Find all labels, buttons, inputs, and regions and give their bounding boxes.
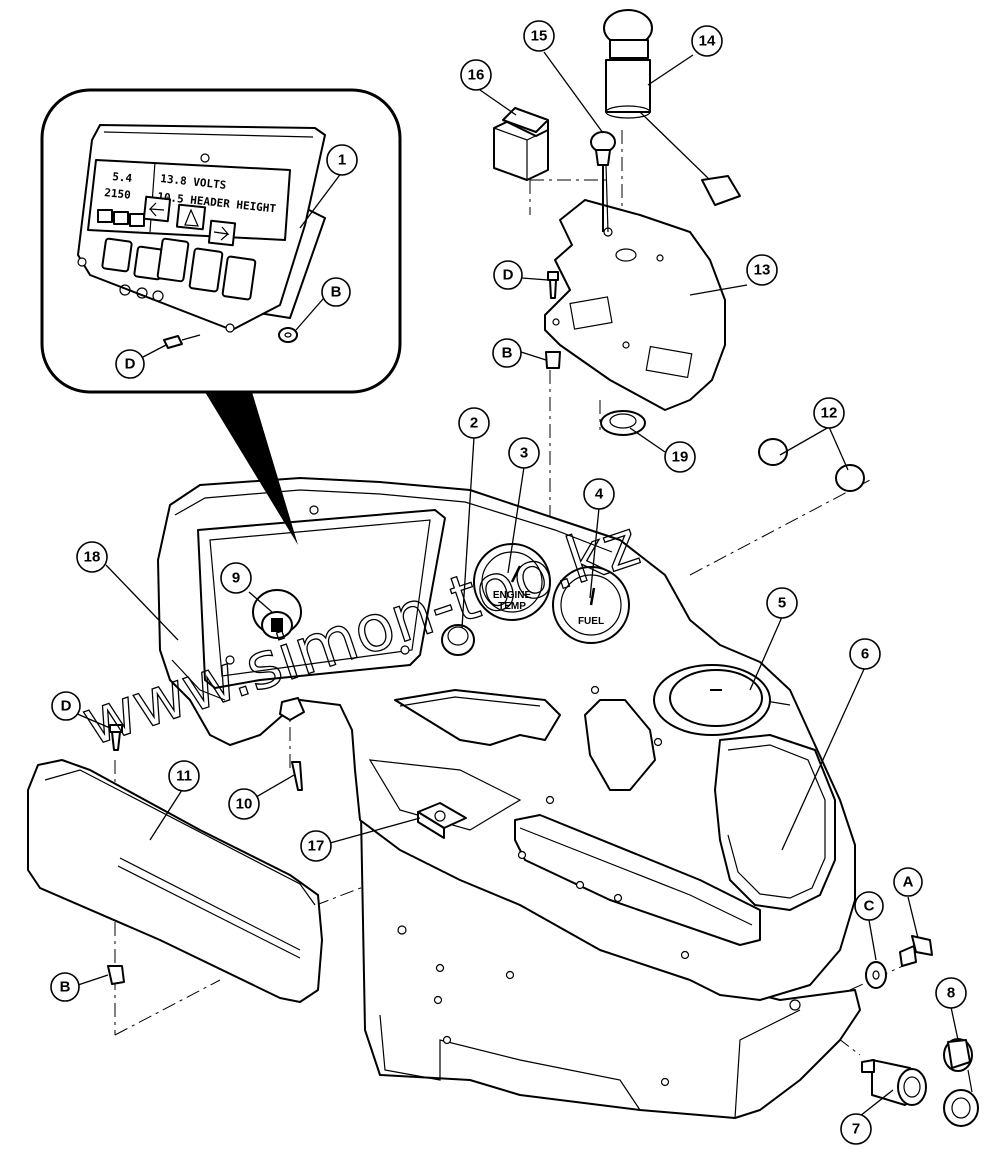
callout-D-zoom-label: D <box>125 356 136 373</box>
callout-3-label: 3 <box>520 445 528 462</box>
callout-9: 9 <box>220 562 252 594</box>
callout-B-bracket-label: B <box>502 345 513 362</box>
fuel-gauge: FUEL <box>552 566 630 644</box>
callout-11: 11 <box>168 760 200 792</box>
fasteners <box>107 271 933 989</box>
callout-19: 19 <box>664 441 696 473</box>
display-panel-zoom: 5.4 13.8 VOLTS 2150 10.5 HEADER HEIGHT <box>40 88 402 545</box>
callout-19-label: 19 <box>672 449 689 466</box>
callout-5: 5 <box>766 587 798 619</box>
callout-18: 18 <box>76 541 108 573</box>
callout-16: 16 <box>460 59 492 91</box>
callout-15-label: 15 <box>531 28 548 45</box>
callout-A: A <box>893 867 923 897</box>
callout-12-label: 12 <box>821 405 838 422</box>
callout-B-armpad: B <box>50 972 80 1002</box>
callout-6-label: 6 <box>861 646 869 663</box>
lcd-line2-left: 2150 <box>104 186 132 202</box>
callout-B-zoom-label: B <box>331 284 342 301</box>
callout-B-bracket: B <box>492 338 522 368</box>
filler-cap <box>653 664 771 736</box>
callout-15: 15 <box>523 20 555 52</box>
callout-C: C <box>854 891 884 921</box>
callout-16-label: 16 <box>468 67 485 84</box>
callout-17-label: 17 <box>308 838 325 855</box>
callout-7: 7 <box>840 1113 872 1145</box>
control-knob <box>441 624 475 656</box>
callout-D-armpad: D <box>51 691 81 721</box>
callout-5-label: 5 <box>778 595 786 612</box>
callout-B-armpad-label: B <box>60 979 71 996</box>
callout-9-label: 9 <box>232 570 240 587</box>
engine-temp-label-2: TEMP <box>498 601 526 612</box>
callout-C-label: C <box>864 898 875 915</box>
console-body <box>157 477 861 1119</box>
callout-6: 6 <box>849 638 881 670</box>
indicator-light <box>590 131 616 233</box>
callout-2-label: 2 <box>470 415 478 432</box>
callout-D-zoom: D <box>115 349 145 379</box>
callout-13-label: 13 <box>754 262 771 279</box>
fuel-gauge-label: FUEL <box>578 616 604 627</box>
callout-14: 14 <box>691 25 723 57</box>
lcd-line1-left: 5.4 <box>112 170 133 185</box>
callout-1: 1 <box>326 144 358 176</box>
callout-3: 3 <box>508 437 540 469</box>
leader-lines <box>74 51 959 1117</box>
callout-1-label: 1 <box>338 152 346 169</box>
callout-12: 12 <box>813 397 845 429</box>
callout-11-label: 11 <box>176 768 192 785</box>
callout-8-label: 8 <box>947 985 955 1002</box>
power-outlet <box>861 1059 927 1106</box>
callout-4-label: 4 <box>595 486 604 503</box>
rocker-switch <box>417 802 467 839</box>
callout-13: 13 <box>746 254 778 286</box>
callout-B-zoom: B <box>321 277 351 307</box>
push-button <box>603 9 741 206</box>
callout-14-label: 14 <box>699 33 716 50</box>
callout-18-label: 18 <box>84 549 101 566</box>
callout-4: 4 <box>583 478 615 510</box>
mounting-bracket <box>544 199 726 411</box>
callout-17: 17 <box>300 830 332 862</box>
ignition-switch <box>252 589 302 639</box>
arm-pad <box>27 759 323 1003</box>
callout-7-label: 7 <box>852 1121 860 1138</box>
rocker-switch-16 <box>493 107 549 181</box>
engine-temp-label-1: ENGINE <box>493 590 532 601</box>
callout-10: 10 <box>228 788 260 820</box>
callout-A-label: A <box>903 874 914 891</box>
callout-D-bracket: D <box>493 260 523 290</box>
callout-D-armpad-label: D <box>61 698 72 715</box>
callout-D-bracket-label: D <box>503 267 514 284</box>
outlet-cap <box>943 1038 979 1127</box>
callout-8: 8 <box>935 977 967 1009</box>
callout-2: 2 <box>458 407 490 439</box>
callout-10-label: 10 <box>236 796 253 813</box>
